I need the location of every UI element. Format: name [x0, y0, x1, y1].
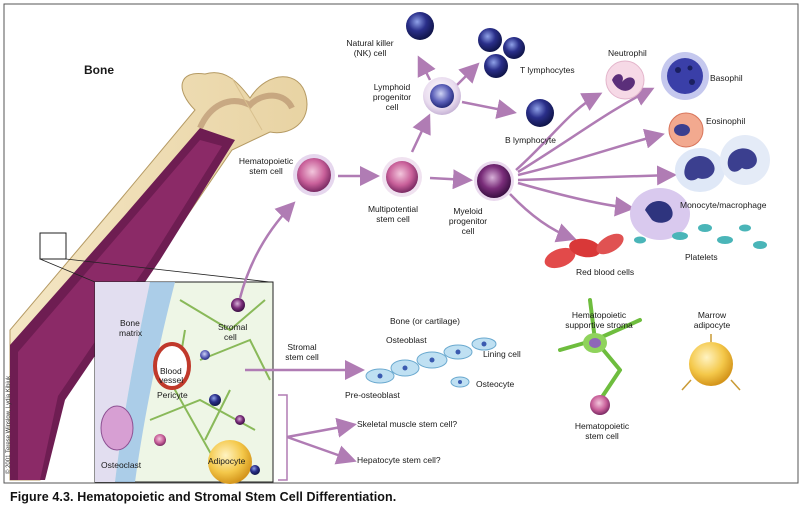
cell-stromal-bone-chain [365, 337, 497, 388]
label-blood-vessel-1: Blood [160, 366, 182, 376]
cell-red-blood-cells [544, 233, 624, 269]
label-monocyte: Monocyte/macrophage [680, 200, 767, 210]
zoom-line-right [65, 258, 271, 283]
differentiation-arrows [238, 55, 677, 481]
label-stromal-stem-1: Stromal [287, 342, 316, 352]
label-hsc-small-1: Hematopoietic [575, 421, 630, 431]
label-myeloid-3: cell [462, 226, 475, 236]
label-neutrophil: Neutrophil [608, 48, 647, 58]
label-b-lymphocyte: B lymphocyte [505, 135, 556, 145]
cell-marrow-adipocyte [681, 334, 741, 391]
label-osteoclast: Osteoclast [101, 460, 142, 470]
label-multipotent-1: Multipotential [368, 204, 418, 214]
label-t-lymphocytes: T lymphocytes [520, 65, 575, 75]
image-credit: © 2001 Terese Winslow, Lydia Kibiuk [5, 375, 12, 474]
arrow-inset-to-hsc [238, 201, 296, 299]
label-marrow-adipocyte-2: adipocyte [694, 320, 731, 330]
label-basophil: Basophil [710, 73, 743, 83]
label-lymphoid-2: progenitor [373, 92, 411, 102]
marrow-inset [94, 281, 274, 484]
arrow-myeloid-to-rbc [509, 193, 577, 243]
label-bone-cartilage: Bone (or cartilage) [390, 316, 460, 326]
cell-multipotent [382, 157, 422, 197]
label-nk-1: Natural killer [346, 38, 393, 48]
cell-hsc [293, 154, 335, 196]
label-blood-vessel-2: vessel [159, 375, 183, 385]
label-hepatocyte: Hepatocyte stem cell? [357, 455, 441, 465]
cell-monocyte [675, 135, 770, 192]
zoom-line-left [39, 258, 96, 283]
arrow-myeloid-to-monocyte [517, 165, 677, 186]
arrow-lymphoid-to-t [455, 62, 480, 87]
cell-platelets [630, 188, 767, 249]
cell-eosinophil [668, 112, 704, 148]
label-bone: Bone [84, 63, 114, 77]
label-multipotent-2: stem cell [376, 214, 410, 224]
arrow-myeloid-to-eosinophil [517, 128, 665, 177]
cell-neutrophil [605, 60, 645, 100]
cell-myeloid-progenitor [474, 161, 514, 201]
label-marrow-adipocyte-1: Marrow [698, 310, 727, 320]
label-supportive-stroma-1: Hematopoietic [572, 310, 627, 320]
arrow-lymphoid-to-b [461, 99, 517, 119]
label-skeletal-muscle: Skeletal muscle stem cell? [357, 419, 457, 429]
cell-t-lymphocytes [478, 28, 525, 78]
label-hsc-2: stem cell [249, 166, 283, 176]
arrow-myeloid-to-platelets [517, 181, 635, 217]
cell-b-lymphocyte [526, 99, 554, 127]
figure-caption: Figure 4.3. Hematopoietic and Stromal St… [10, 490, 397, 504]
arrow-multipotent-to-lymphoid [410, 113, 431, 153]
arrow-to-skeletal [286, 417, 357, 439]
arrow-to-hepatocyte [286, 435, 357, 465]
cell-basophil [661, 52, 709, 100]
cell-supportive-stroma [558, 298, 642, 415]
label-eosinophil: Eosinophil [706, 116, 745, 126]
label-stromal-stem-2: stem cell [285, 352, 319, 362]
bone-zoom-marker [39, 232, 67, 260]
label-osteoblast: Osteoblast [386, 335, 427, 345]
label-stromal-cell-1: Stromal [218, 322, 247, 332]
label-lining-cell: Lining cell [483, 349, 521, 359]
label-pericyte: Pericyte [157, 390, 188, 400]
label-nk-2: (NK) cell [354, 48, 387, 58]
label-osteocyte: Osteocyte [476, 379, 515, 389]
arrow-lymphoid-to-nk [417, 55, 436, 81]
arrow-myeloid-to-basophil [517, 87, 655, 174]
cell-nk [406, 12, 434, 40]
label-hsc-1: Hematopoietic [239, 156, 294, 166]
label-bone-matrix-2: matrix [119, 328, 143, 338]
label-red-blood-cells: Red blood cells [576, 267, 634, 277]
label-pre-osteoblast: Pre-osteoblast [345, 390, 400, 400]
label-myeloid-2: progenitor [449, 216, 487, 226]
label-adipocyte: Adipocyte [208, 456, 246, 466]
arrow-myeloid-to-neutrophil [515, 92, 603, 171]
label-supportive-stroma-2: supportive stroma [565, 320, 633, 330]
label-platelets: Platelets [685, 252, 718, 262]
cell-lymphoid-progenitor [423, 77, 461, 115]
label-lymphoid-3: cell [386, 102, 399, 112]
label-myeloid-1: Myeloid [453, 206, 483, 216]
label-stromal-cell-2: cell [224, 332, 237, 342]
arrow-multipotent-to-myeloid [429, 169, 473, 190]
label-lymphoid-1: Lymphoid [374, 82, 411, 92]
label-bone-matrix-1: Bone [120, 318, 140, 328]
label-hsc-small-2: stem cell [585, 431, 619, 441]
